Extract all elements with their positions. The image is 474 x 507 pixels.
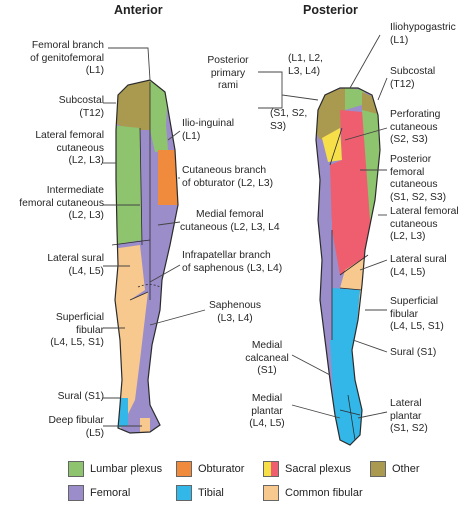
label-medial-plantar: Medial plantar (L4, L5): [249, 393, 285, 429]
post-region-iliohypogastric: [345, 88, 365, 110]
label-intermediate-femoral-cutaneous: Intermediate femoral cutaneous (L2, L3): [19, 185, 104, 221]
ant-region-lateral-sural: [115, 245, 145, 300]
label-lateral-plantar: Lateral plantar (S1, S2): [390, 398, 428, 434]
legend-other: Other: [370, 460, 420, 478]
label-posterior-subcostal: Subcostal (T12): [390, 66, 436, 90]
legend: Lumbar plexus Obturator Sacral plexus Ot…: [58, 458, 458, 504]
label-posterior-superficial-fibular: Superficial fibular (L4, L5, S1): [390, 296, 444, 332]
label-deep-fibular: Deep fibular (L5): [48, 415, 104, 439]
label-medial-femoral-cutaneous: Medial femoral cutaneous (L2, L3, L4: [180, 209, 280, 233]
label-medial-calcaneal: Medial calcaneal (S1): [245, 340, 289, 376]
label-rami-upper: (L1, L2, L3, L4): [288, 53, 323, 77]
label-posterior-lateral-sural: Lateral sural (L4, L5): [390, 254, 447, 278]
ant-region-deep-fibular: [140, 418, 150, 432]
label-anterior-subcostal: Subcostal (T12): [58, 95, 104, 119]
legend-tibial: Tibial: [176, 484, 224, 502]
label-infrapatellar-saphenous: Infrapatellar branch of saphenous (L3, L…: [182, 250, 283, 274]
ant-region-ilio-inguinal: [150, 125, 168, 152]
legend-common-fibular: Common fibular: [263, 484, 363, 502]
legend-lumbar-plexus: Lumbar plexus: [68, 460, 162, 478]
legend-swatch-femoral: [68, 485, 84, 501]
legend-obturator: Obturator: [176, 460, 244, 478]
ant-region-obturator: [158, 150, 178, 205]
legend-swatch-sacral: [263, 461, 279, 477]
ant-region-lateral-femoral-cutaneous: [115, 125, 142, 245]
label-iliohypogastric: Iliohypogastric (L1): [390, 22, 456, 46]
label-ilio-inguinal: Ilio-inguinal (L1): [182, 118, 235, 142]
legend-swatch-other: [370, 461, 386, 477]
posterior-leg: [315, 87, 381, 446]
label-saphenous: Saphenous (L3, L4): [208, 300, 262, 324]
legend-swatch-tibial: [176, 485, 192, 501]
label-anterior-lateral-sural: Lateral sural (L4, L5): [47, 253, 104, 277]
heading-posterior: Posterior: [303, 3, 358, 17]
ant-region-genitofemoral: [150, 80, 168, 130]
label-posterior-femoral-cutaneous: Posterior femoral cutaneous (S1, S2, S3): [390, 154, 447, 203]
heading-anterior: Anterior: [114, 3, 163, 17]
label-posterior-sural: Sural (S1): [390, 347, 437, 358]
label-femoral-genitofemoral: Femoral branch of genitofemoral (L1): [30, 40, 104, 76]
legend-swatch-lumbar: [68, 461, 84, 477]
post-region-lateral-sural: [340, 255, 368, 290]
post-region-saphenous: [318, 210, 332, 340]
post-region-perforating: [322, 128, 342, 162]
legend-swatch-common-fibular: [263, 485, 279, 501]
legend-femoral: Femoral: [68, 484, 130, 502]
post-region-tibial: [330, 288, 362, 445]
legend-sacral-plexus: Sacral plexus: [263, 460, 351, 478]
legend-swatch-obturator: [176, 461, 192, 477]
label-anterior-lateral-femoral-cutaneous: Lateral femoral cutaneous (L2, L3): [35, 130, 104, 166]
leader-lines: [103, 34, 388, 427]
label-perforating-cutaneous: Perforating cutaneous (S2, S3): [390, 109, 441, 145]
label-posterior-lateral-femoral-cutaneous: Lateral femoral cutaneous (L2, L3): [390, 206, 459, 242]
label-rami-lower: (S1, S2, S3): [270, 108, 308, 132]
label-posterior-primary-rami: Posterior primary rami: [207, 55, 249, 91]
label-anterior-sural: Sural (S1): [57, 391, 104, 402]
label-cutaneous-obturator: Cutaneous branch of obturator (L2, L3): [182, 165, 274, 189]
label-anterior-superficial-fibular: Superficial fibular (L4, L5, S1): [50, 312, 104, 348]
